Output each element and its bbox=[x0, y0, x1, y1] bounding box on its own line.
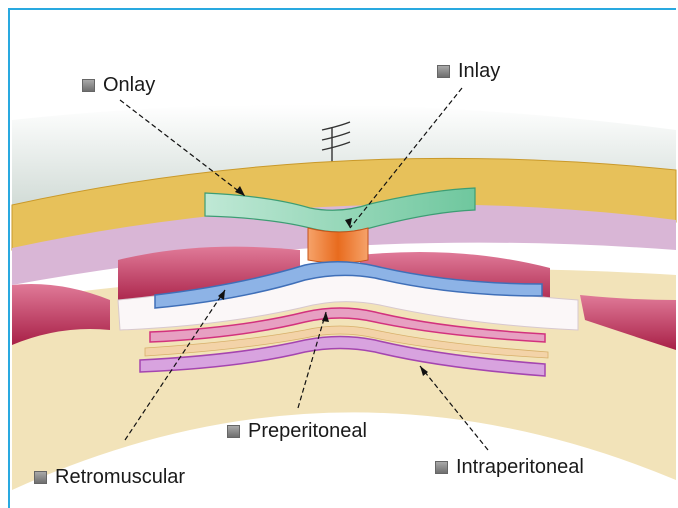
inlay-label: Inlay bbox=[437, 60, 500, 83]
intraperitoneal-label: Intraperitoneal bbox=[435, 456, 584, 479]
onlay-bullet-icon bbox=[82, 79, 95, 92]
retromuscular-bullet-icon bbox=[34, 471, 47, 484]
preperitoneal-bullet-icon bbox=[227, 425, 240, 438]
preperitoneal-label: Preperitoneal bbox=[227, 420, 367, 443]
inlay-label-text: Inlay bbox=[458, 60, 500, 83]
inlay-bullet-icon bbox=[437, 65, 450, 78]
retromuscular-label-text: Retromuscular bbox=[55, 466, 185, 489]
inlay-mesh bbox=[308, 228, 368, 263]
preperitoneal-label-text: Preperitoneal bbox=[248, 420, 367, 443]
onlay-label-text: Onlay bbox=[103, 74, 155, 97]
intraperitoneal-label-text: Intraperitoneal bbox=[456, 456, 584, 479]
retromuscular-label: Retromuscular bbox=[34, 466, 185, 489]
onlay-label: Onlay bbox=[82, 74, 155, 97]
intraperitoneal-bullet-icon bbox=[435, 461, 448, 474]
